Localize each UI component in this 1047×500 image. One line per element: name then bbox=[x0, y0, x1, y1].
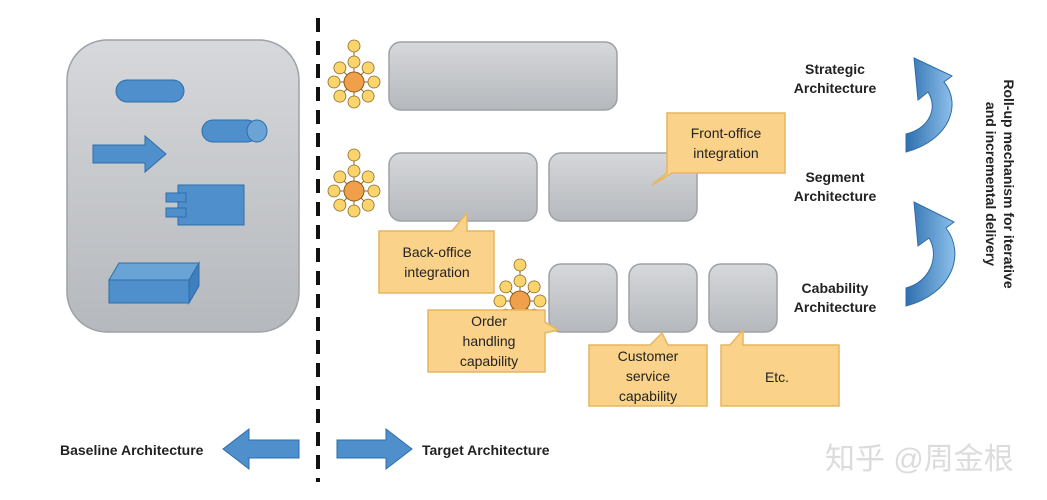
cluster-node bbox=[513, 258, 527, 272]
svg-text:Roll-up mechanism for iterativ: Roll-up mechanism for iterativeand incre… bbox=[983, 79, 1017, 288]
target-label: Target Architecture bbox=[422, 442, 550, 458]
segment-box-1 bbox=[388, 152, 538, 222]
rollup-label-line-1: Roll-up mechanism for iterative bbox=[1001, 79, 1017, 288]
segment-label-line-2: Architecture bbox=[794, 188, 877, 204]
rollup-arrow-lower bbox=[905, 201, 956, 307]
order-handling-line-3: capability bbox=[460, 353, 518, 369]
cluster-node bbox=[361, 198, 375, 212]
cluster-node bbox=[347, 204, 361, 218]
cluster-node bbox=[361, 170, 375, 184]
node-cluster-segment bbox=[327, 148, 381, 218]
cluster-node bbox=[513, 274, 527, 288]
cluster-node bbox=[333, 89, 347, 103]
capability-box-2 bbox=[628, 263, 698, 333]
cluster-node bbox=[347, 55, 361, 69]
callout-customer-service: Customer service capability bbox=[588, 331, 708, 407]
cluster-node bbox=[347, 164, 361, 178]
back-office-line-1: Back-office bbox=[403, 244, 472, 260]
capability-box-1 bbox=[548, 263, 618, 333]
rollup-arrow-upper bbox=[905, 57, 953, 153]
target-arrow bbox=[336, 427, 413, 471]
cylinder-shape bbox=[201, 119, 268, 143]
baseline-label: Baseline Architecture bbox=[60, 442, 204, 458]
customer-service-line-3: capability bbox=[619, 388, 677, 404]
callout-front-office: Front-office integration bbox=[651, 112, 786, 186]
baseline-arrow bbox=[222, 427, 300, 471]
front-office-line-2: integration bbox=[693, 145, 758, 161]
order-handling-line-1: Order bbox=[471, 313, 507, 329]
svg-text:Etc.: Etc. bbox=[765, 369, 789, 385]
cluster-node bbox=[527, 280, 541, 294]
cluster-node bbox=[367, 184, 381, 198]
front-office-line-1: Front-office bbox=[691, 125, 762, 141]
pill-shape bbox=[115, 79, 185, 103]
strategic-label-line-2: Architecture bbox=[794, 80, 877, 96]
order-handling-line-2: handling bbox=[463, 333, 516, 349]
node-cluster-strategic bbox=[327, 39, 381, 109]
callout-etc: Etc. bbox=[720, 327, 840, 407]
cluster-hub bbox=[343, 71, 365, 93]
back-office-line-2: integration bbox=[404, 264, 469, 280]
box-3d-shape bbox=[108, 261, 200, 305]
capability-label-line-1: Cabability bbox=[802, 280, 869, 296]
component-shape bbox=[165, 184, 245, 226]
cluster-node bbox=[333, 170, 347, 184]
cluster-node bbox=[347, 39, 361, 53]
cluster-node bbox=[347, 95, 361, 109]
segment-box-2 bbox=[548, 152, 698, 222]
cluster-node bbox=[333, 61, 347, 75]
cluster-node bbox=[327, 184, 341, 198]
segment-label-line-1: Segment bbox=[805, 169, 864, 185]
strategic-box bbox=[388, 41, 618, 111]
cluster-node bbox=[347, 148, 361, 162]
cluster-node bbox=[499, 280, 513, 294]
callout-order-handling: Order handling capability bbox=[427, 309, 560, 373]
cluster-node bbox=[361, 61, 375, 75]
cluster-node bbox=[367, 75, 381, 89]
capability-box-3 bbox=[708, 263, 778, 333]
cluster-node bbox=[493, 294, 507, 308]
capability-label-line-2: Architecture bbox=[794, 299, 877, 315]
rollup-label-line-2: and incremental delivery bbox=[983, 102, 999, 266]
cluster-node bbox=[533, 294, 547, 308]
cluster-hub bbox=[343, 180, 365, 202]
strategic-label-line-1: Strategic bbox=[805, 61, 865, 77]
arrow-shape bbox=[92, 134, 167, 174]
cluster-hub bbox=[509, 290, 531, 312]
customer-service-line-2: service bbox=[626, 368, 671, 384]
cluster-node bbox=[333, 198, 347, 212]
etc-line-1: Etc. bbox=[765, 369, 789, 385]
cluster-node bbox=[361, 89, 375, 103]
baseline-panel bbox=[66, 39, 300, 333]
customer-service-line-1: Customer bbox=[618, 348, 679, 364]
cluster-node bbox=[327, 75, 341, 89]
watermark: 知乎 @周金根 bbox=[825, 443, 1014, 476]
callout-back-office: Back-office integration bbox=[378, 210, 495, 294]
